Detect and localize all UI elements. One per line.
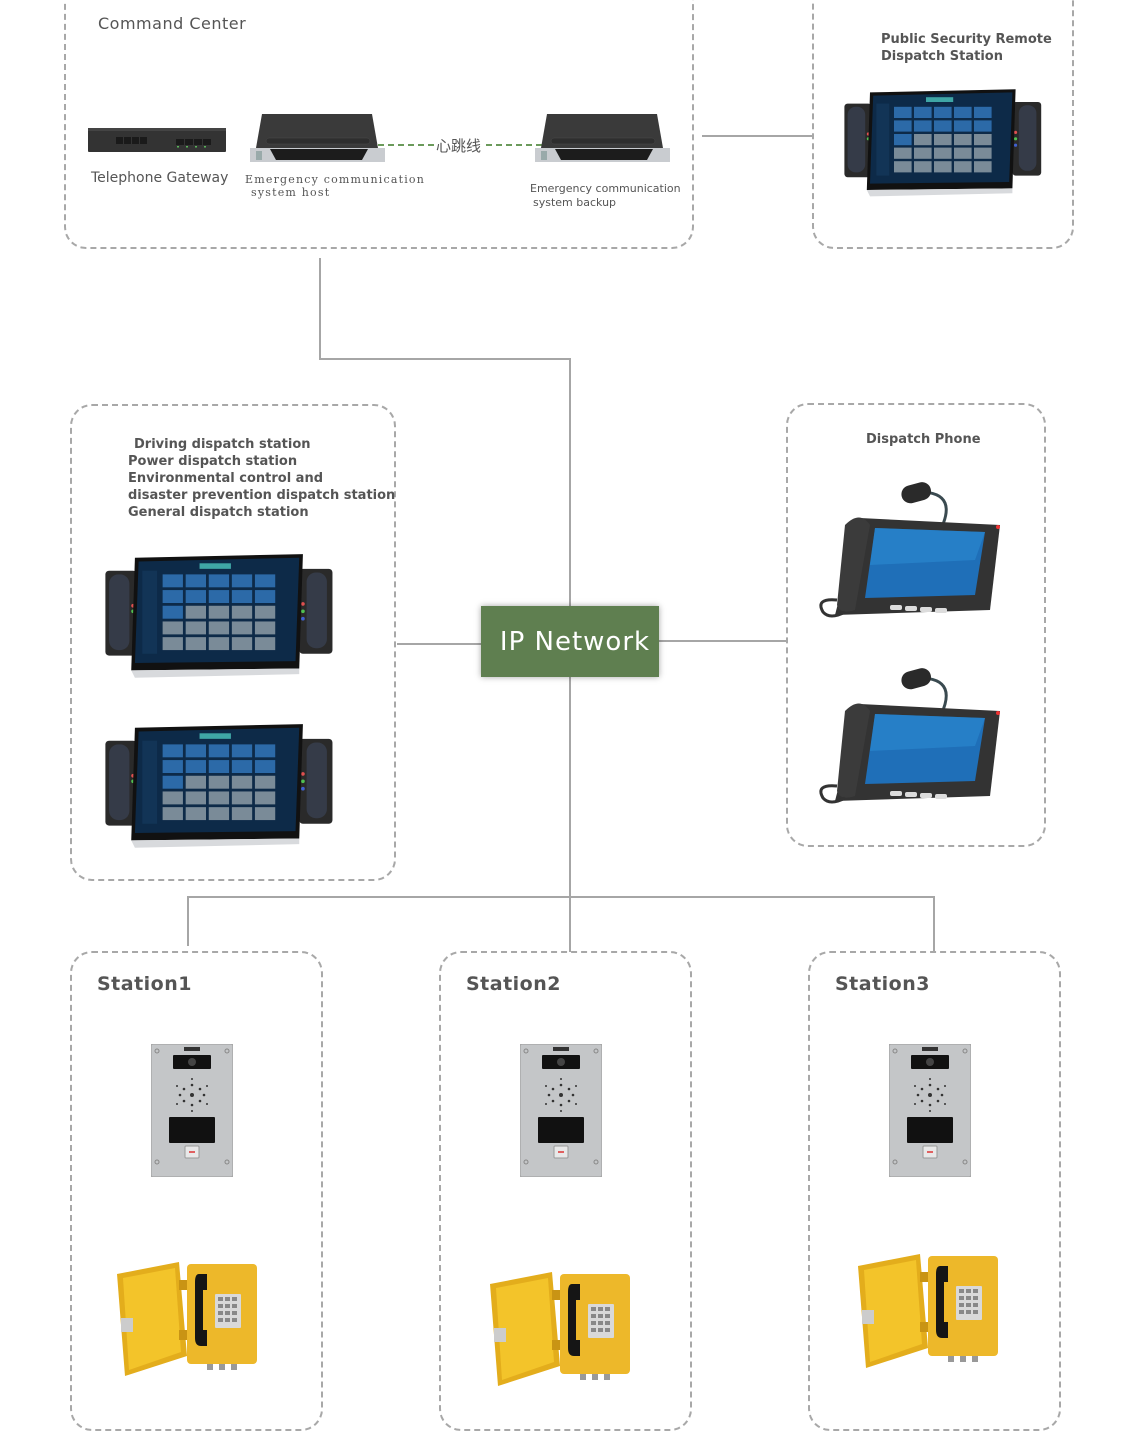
system-host-label-line1: Emergency communication (245, 173, 426, 186)
dispatch-station-item: disaster prevention dispatch station (128, 488, 396, 503)
system-host-label: Emergency communication system host (245, 173, 425, 199)
dispatch-phone-title: Dispatch Phone (866, 432, 981, 447)
telephone-gateway-icon (88, 126, 226, 154)
remote-dispatch-title-line2: Dispatch Station (881, 49, 1003, 64)
system-host-server-icon (250, 112, 385, 164)
dispatch-console-remote-icon (836, 86, 1048, 198)
heartbeat-label: 心跳线 (436, 137, 482, 155)
connector-command-to-remote (702, 135, 812, 137)
dispatch-stations-group (70, 404, 396, 881)
emergency-phone-icon (856, 1252, 1001, 1372)
heartbeat-link-right (486, 144, 542, 146)
station-title-1: Station1 (97, 973, 192, 995)
connector-station3-v (933, 896, 935, 952)
emergency-phone-icon (115, 1260, 260, 1380)
telephone-gateway-label: Telephone Gateway (91, 170, 229, 186)
system-backup-label-line1: Emergency communication (530, 182, 681, 195)
remote-dispatch-group (812, 0, 1074, 249)
connector-command-to-network-h (319, 358, 571, 360)
dispatch-console-icon (98, 720, 338, 850)
system-host-label-line2: system host (251, 186, 331, 199)
door-intercom-icon (151, 1044, 233, 1177)
dispatch-console-icon (98, 550, 338, 680)
command-center-group (64, 0, 694, 249)
dispatch-phone-group (786, 403, 1046, 847)
ip-network-node: IP Network (481, 606, 659, 677)
command-center-title: Command Center (98, 14, 247, 33)
dispatch-phone-icon (815, 480, 1005, 638)
ip-network-label: IP Network (499, 626, 651, 657)
dispatch-stations-list: Driving dispatch station Power dispatch … (128, 436, 395, 521)
door-intercom-icon (889, 1044, 971, 1177)
dispatch-station-item: Power dispatch station (128, 454, 298, 469)
connector-network-to-phone (659, 640, 786, 642)
dispatch-phone-icon (815, 666, 1005, 824)
connector-dispatch-to-network (397, 643, 481, 645)
system-backup-label: Emergency communication system backup (530, 182, 681, 210)
connector-command-to-network-v1 (319, 258, 321, 360)
emergency-phone-icon (488, 1270, 633, 1390)
connector-network-down (569, 677, 571, 952)
dispatch-station-item: Environmental control and (128, 471, 324, 486)
connector-station1-v (187, 896, 189, 946)
station-title-2: Station2 (466, 973, 561, 995)
heartbeat-link-left (378, 144, 434, 146)
dispatch-station-item: General dispatch station (128, 505, 309, 520)
connector-command-to-network-v2 (569, 358, 571, 606)
system-backup-label-line2: system backup (533, 196, 617, 209)
remote-dispatch-title: Public Security Remote Dispatch Station (881, 31, 1052, 65)
station-title-3: Station3 (835, 973, 930, 995)
remote-dispatch-title-line1: Public Security Remote (881, 32, 1052, 47)
system-backup-server-icon (535, 112, 670, 164)
dispatch-station-item: Driving dispatch station (134, 437, 311, 452)
door-intercom-icon (520, 1044, 602, 1177)
connector-stations-h (187, 896, 935, 898)
